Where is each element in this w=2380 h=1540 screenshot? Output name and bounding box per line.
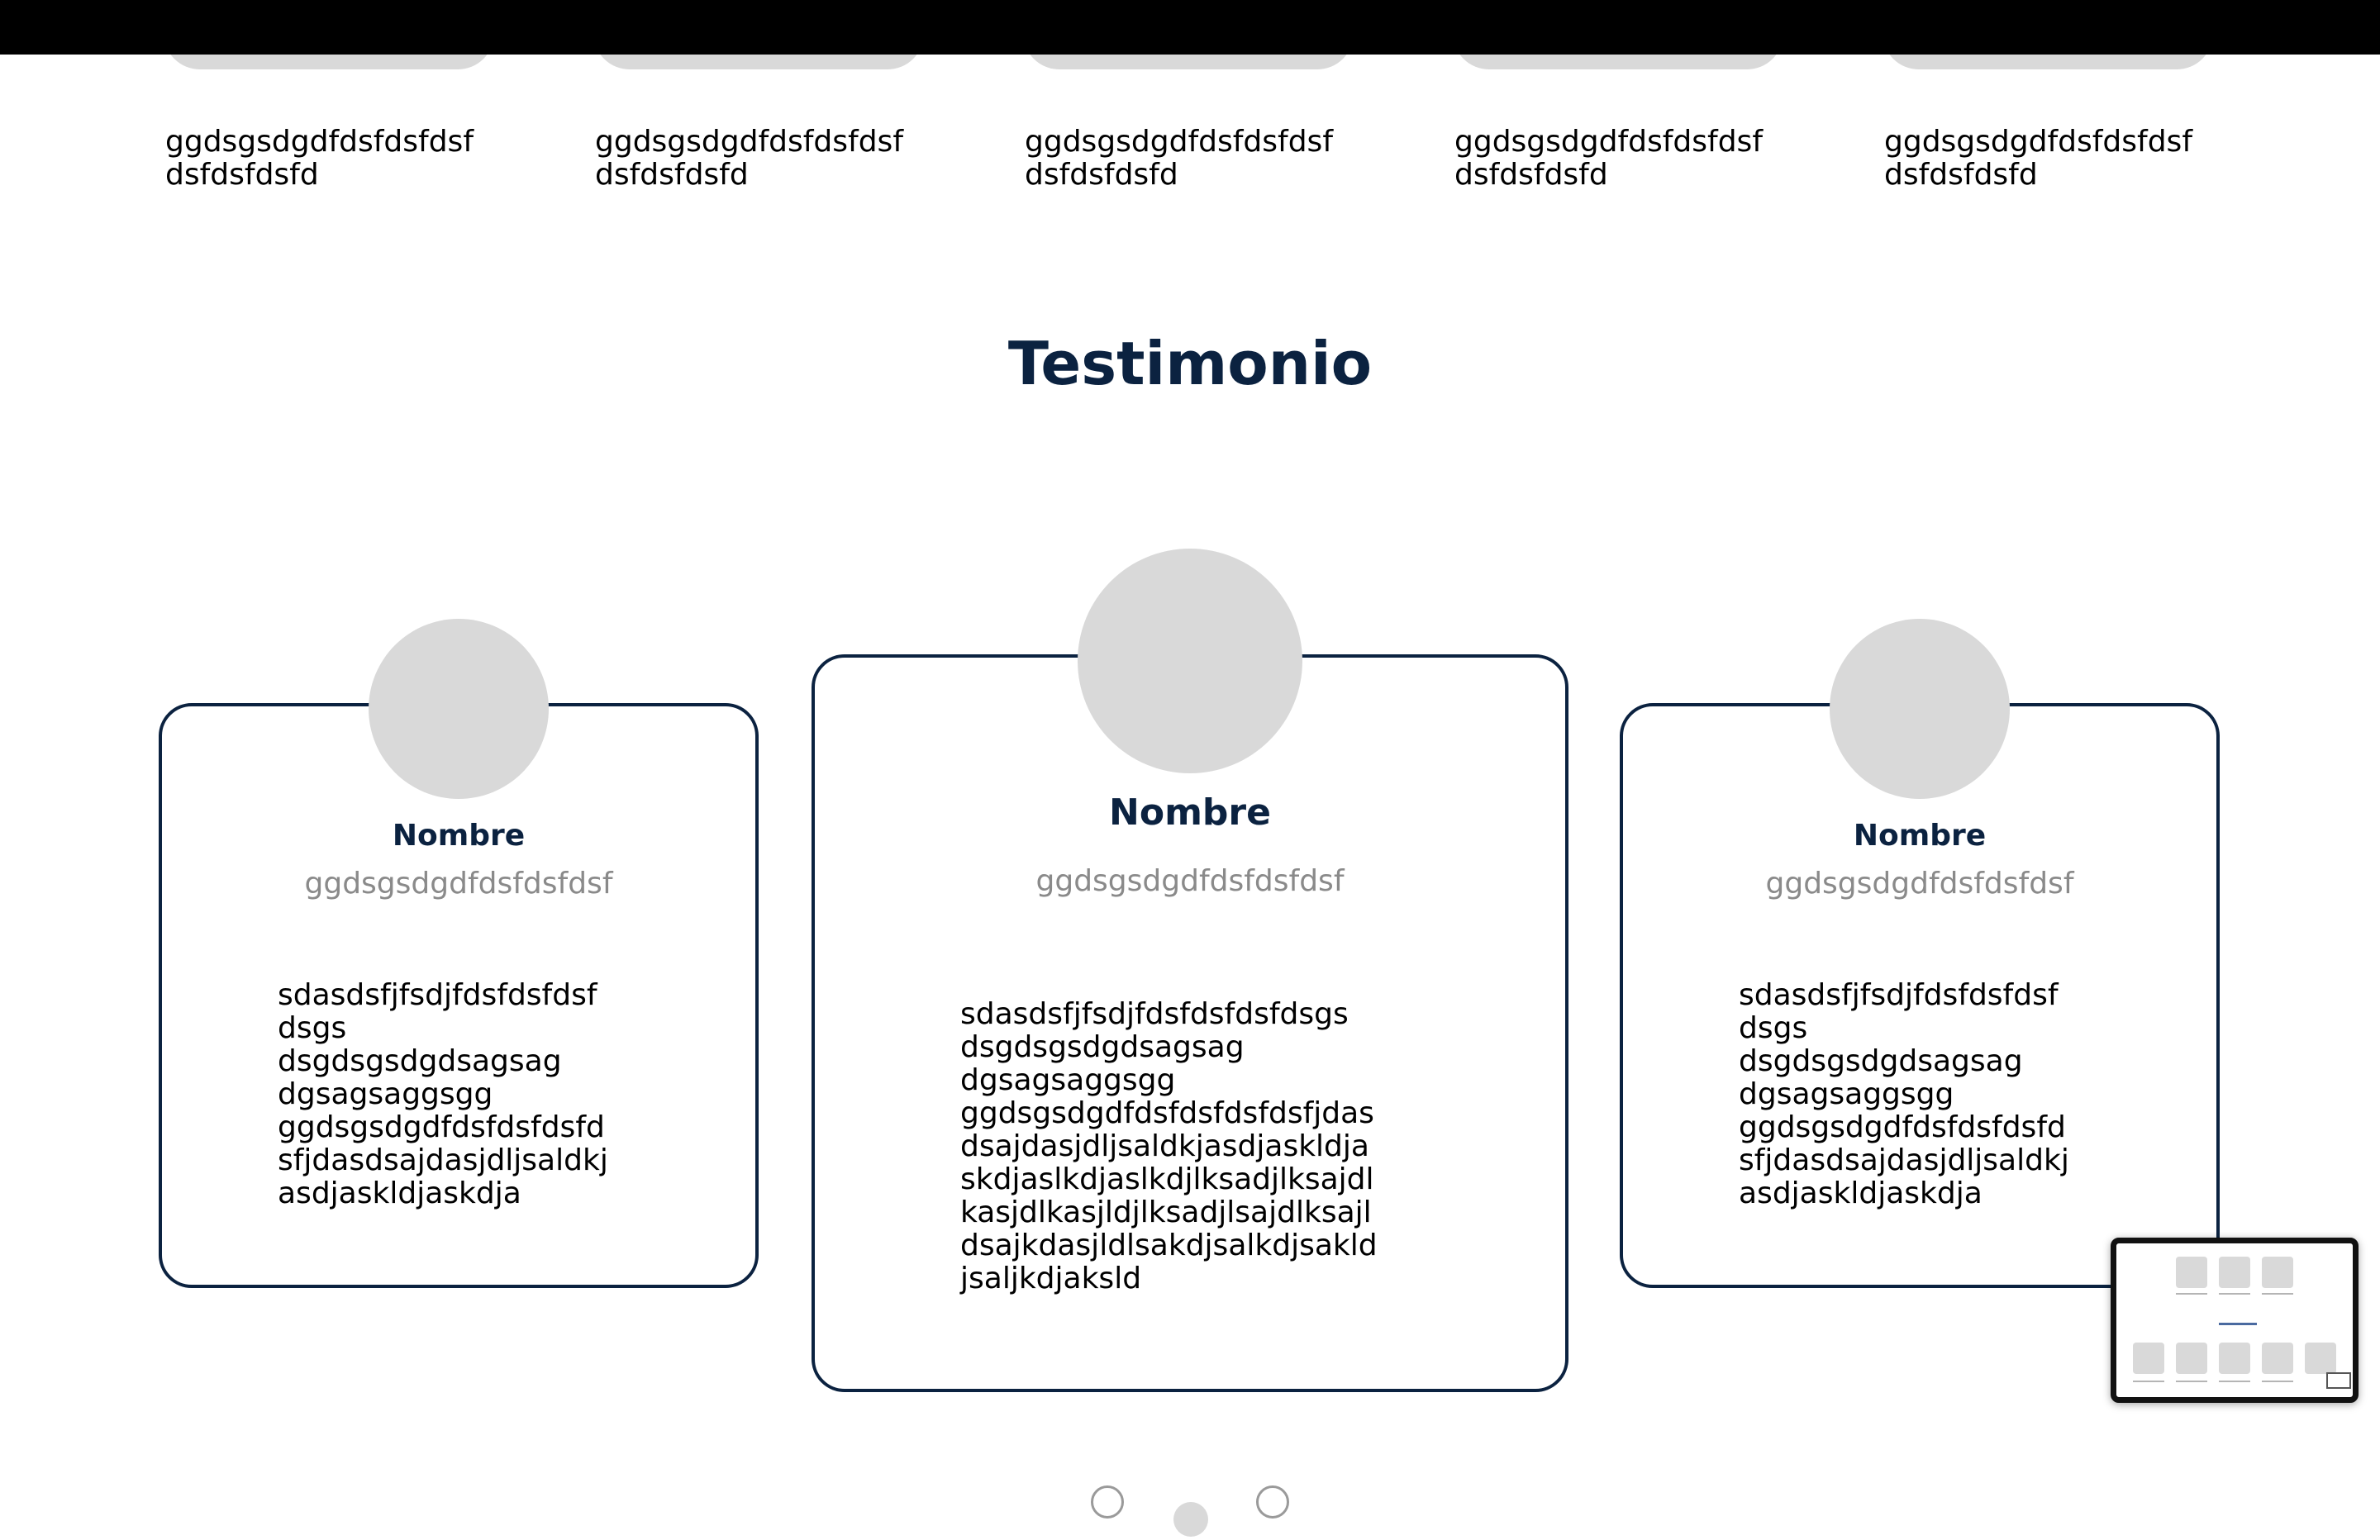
testimonial-text: sdasdsfjfsdjfdsfdsfdsf dsgs dsgdsgsdgdsa… — [278, 978, 608, 1210]
minimap-line — [2262, 1293, 2293, 1295]
minimap-thumb — [2305, 1343, 2336, 1374]
minimap-thumb — [2219, 1343, 2250, 1374]
minimap-line — [2219, 1293, 2250, 1295]
testimonial-subtitle: ggdsgsdgdfdsfdsfdsf — [1035, 864, 1345, 898]
testimonial-name: Nombre — [392, 819, 526, 853]
page-minimap[interactable] — [2111, 1238, 2359, 1403]
section-title: Testimonio — [1007, 329, 1373, 398]
minimap-title — [2219, 1323, 2257, 1325]
minimap-thumb — [2262, 1257, 2293, 1288]
feature-text-2: ggdsgsdgdfdsfdsfdsf dsfdsfdsfd — [595, 125, 903, 192]
carousel-dot-1[interactable] — [1091, 1485, 1124, 1519]
carousel-dot-2-active[interactable] — [1173, 1502, 1208, 1537]
minimap-thumb — [2176, 1257, 2207, 1288]
minimap-line — [2219, 1381, 2250, 1382]
minimap-thumb — [2176, 1343, 2207, 1374]
minimap-thumb — [2133, 1343, 2164, 1374]
carousel-dot-3[interactable] — [1256, 1485, 1289, 1519]
avatar — [1830, 619, 2010, 799]
minimap-line — [2133, 1381, 2164, 1382]
testimonial-text: sdasdsfjfsdjfdsfdsfdsf dsgs dsgdsgsdgdsa… — [1739, 978, 2069, 1210]
minimap-line — [2176, 1381, 2207, 1382]
minimap-viewport-indicator[interactable] — [2326, 1372, 2351, 1389]
minimap-line — [2176, 1293, 2207, 1295]
avatar — [1078, 549, 1302, 773]
testimonial-subtitle: ggdsgsdgdfdsfdsfdsf — [1765, 867, 2074, 901]
testimonial-subtitle: ggdsgsdgdfdsfdsfdsf — [304, 867, 613, 901]
feature-text-5: ggdsgsdgdfdsfdsfdsf dsfdsfdsfd — [1884, 125, 2192, 192]
top-bar — [0, 0, 2380, 55]
minimap-thumb — [2219, 1257, 2250, 1288]
testimonial-name: Nombre — [1109, 791, 1271, 834]
minimap-line — [2262, 1381, 2293, 1382]
testimonial-name: Nombre — [1853, 819, 1987, 853]
feature-text-3: ggdsgsdgdfdsfdsfdsf dsfdsfdsfd — [1025, 125, 1333, 192]
testimonial-card-right: Nombre ggdsgsdgdfdsfdsfdsf sdasdsfjfsdjf… — [1620, 619, 2220, 1288]
testimonial-text: sdasdsfjfsdjfdsfdsfdsfdsgs dsgdsgsdgdsag… — [960, 997, 1378, 1295]
minimap-thumb — [2262, 1343, 2293, 1374]
testimonial-card-center: Nombre ggdsgsdgdfdsfdsfdsf sdasdsfjfsdjf… — [812, 549, 1568, 1392]
feature-text-1: ggdsgsdgdfdsfdsfdsf dsfdsfdsfd — [165, 125, 474, 192]
avatar — [369, 619, 549, 799]
testimonial-card-left: Nombre ggdsgsdgdfdsfdsfdsf sdasdsfjfsdjf… — [159, 619, 759, 1288]
feature-text-4: ggdsgsdgdfdsfdsfdsf dsfdsfdsfd — [1454, 125, 1763, 192]
